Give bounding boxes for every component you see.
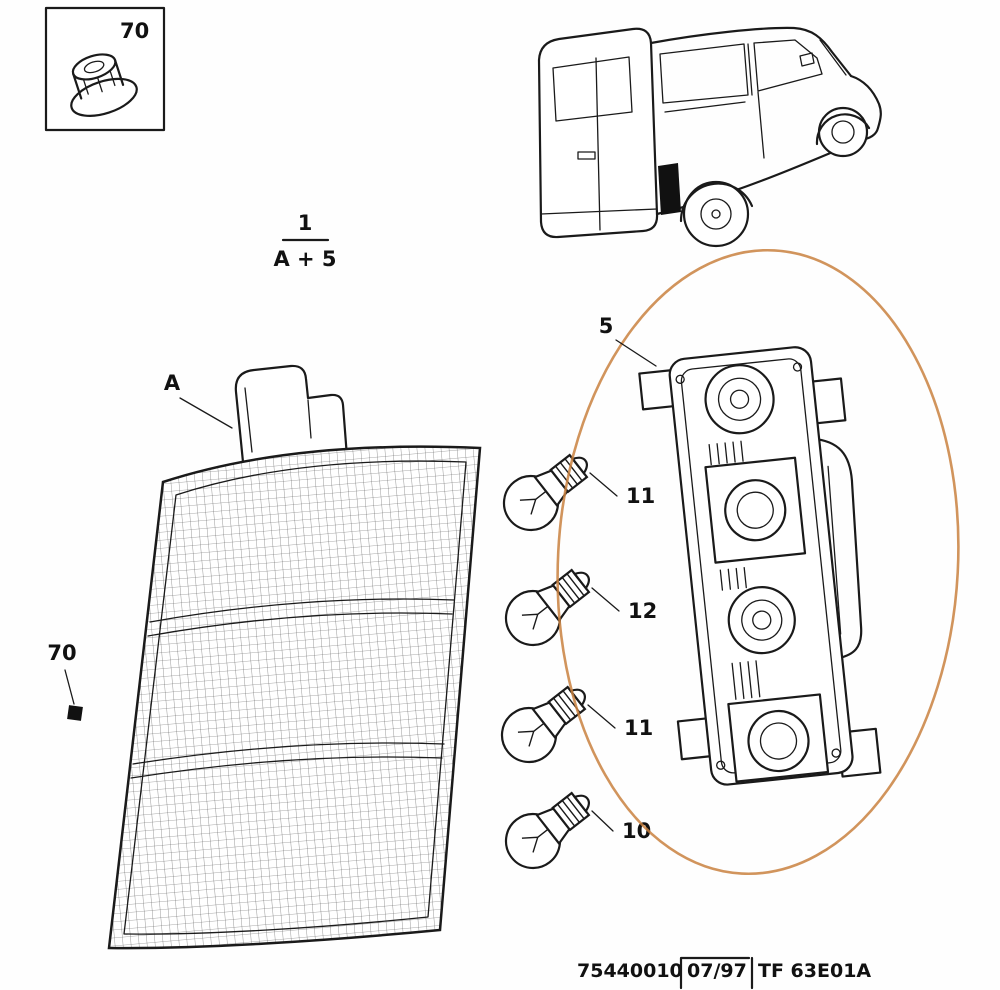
bulb-holder-board [638, 346, 882, 786]
footer-divider [679, 956, 754, 990]
bulb-second [494, 553, 606, 657]
bulb-third-ref-label: 11 [624, 716, 653, 740]
circuit-ribs [708, 440, 761, 700]
quantity-numerator: 1 [298, 211, 313, 235]
rear-wheel [682, 180, 750, 248]
holder-side-arm [816, 438, 863, 660]
highlight-ellipse [556, 248, 960, 876]
lens-section-line-lower [130, 742, 445, 779]
side-fastener-marker [67, 705, 83, 721]
footer-date: 07/97 [687, 960, 747, 982]
lens-ref-label: A [164, 371, 181, 395]
fastener-nut-icon [70, 53, 138, 117]
holder-ref-leader [615, 339, 657, 367]
fastener-detail-box: 70 [44, 6, 166, 132]
side-fastener-ref-label: 70 [47, 641, 76, 665]
side-fastener-ref: 70 [47, 641, 83, 721]
bulb-top-leader [589, 472, 618, 497]
rear-window [552, 56, 633, 122]
socket-third [727, 586, 796, 655]
quantity-note: 1 A + 5 [273, 211, 336, 271]
footer-part-number: 75440010 [577, 960, 683, 982]
socket-bottom [747, 709, 810, 773]
side-window-front [753, 39, 823, 92]
bulb-top [492, 438, 604, 542]
bulb-bottom [494, 776, 606, 880]
bulb-holder-assembly: 5 [556, 248, 960, 876]
lens-ref-leader [179, 397, 233, 429]
lens-illustration [107, 364, 482, 950]
tail-lamp-location-marker [658, 163, 681, 215]
socket-top [704, 364, 775, 435]
bulb-second-ref-label: 12 [628, 599, 657, 623]
bulb-third-leader [587, 704, 616, 729]
side-mirror [799, 52, 815, 67]
lens-inner-outline [123, 460, 467, 935]
lens-section-line-upper [147, 598, 455, 637]
rear-door-handle [577, 151, 596, 160]
bulb-second-leader [591, 587, 620, 612]
detail-box-label: 70 [120, 19, 149, 43]
holder-ref-label: 5 [599, 314, 614, 338]
side-window-rear [659, 43, 749, 104]
quantity-denominator: A + 5 [273, 247, 336, 271]
lens-body [107, 445, 482, 950]
windshield-line [819, 39, 847, 76]
side-fastener-leader [64, 669, 75, 705]
holder-plate [668, 346, 854, 786]
lens-mounting-bracket [234, 364, 350, 474]
bulb-top-ref-label: 11 [626, 484, 655, 508]
footer-plate-code: TF 63E01A [758, 960, 871, 982]
bulbs-group: 11 12 11 10 [490, 438, 657, 880]
bulb-bottom-ref-label: 10 [622, 819, 651, 843]
bulb-bottom-leader [591, 810, 614, 832]
bulb-third [490, 670, 602, 774]
vehicle-illustration [537, 26, 882, 248]
footer-plate: 75440010 07/97 TF 63E01A [577, 956, 871, 990]
socket-second [724, 479, 787, 542]
